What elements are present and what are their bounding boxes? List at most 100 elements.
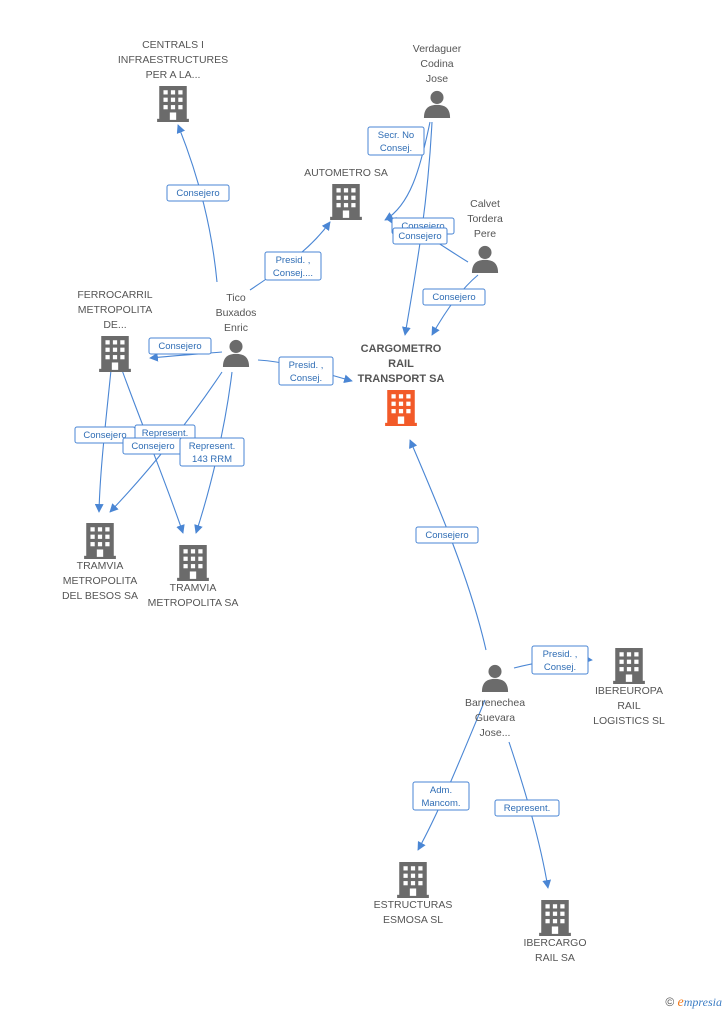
node-label: METROPOLITA SA (148, 597, 239, 609)
role-badge-text: Presid. , (276, 255, 311, 266)
role-badge-box (179, 437, 245, 467)
role-badge-text: Represent. (189, 441, 235, 452)
role-badge-box (531, 645, 589, 675)
node-label: Buxados (216, 307, 257, 319)
role-badge-tico-autometro[interactable]: Presid. , Consej.... (264, 251, 322, 281)
building-icon (99, 336, 131, 372)
node-autometro[interactable]: AUTOMETRO SA (304, 167, 388, 220)
role-badge-box (278, 356, 334, 386)
node-label: Jose... (480, 727, 511, 739)
role-badge-box (367, 126, 425, 156)
node-label: AUTOMETRO SA (304, 167, 388, 179)
edge-tico-centrals (176, 124, 218, 283)
building-icon (177, 545, 209, 581)
node-barrenechea[interactable]: BarrenecheaGuevaraJose... (465, 664, 525, 739)
node-label: DE... (103, 319, 126, 331)
role-badge-barrenechea-estructuras[interactable]: Adm.Mancom. (412, 781, 470, 811)
node-label: TRAMVIA (77, 560, 124, 572)
role-badge-tico-metro[interactable]: Represent. 143 RRM (179, 437, 245, 467)
role-badge-text: Consejero (401, 221, 444, 232)
node-label: CARGOMETRO (361, 343, 442, 355)
brand-footer[interactable]: © empresia (665, 995, 722, 1011)
node-label: Barrenechea (465, 697, 525, 709)
role-badge-box (166, 184, 230, 202)
node-label: Tordera (467, 213, 503, 225)
node-label: LOGISTICS SL (593, 715, 665, 727)
node-label: Verdaguer (413, 43, 462, 55)
role-badge-text: Represent. (504, 803, 550, 814)
role-badge-text: Consejero (176, 188, 219, 199)
node-label: RAIL SA (535, 952, 575, 964)
copyright-symbol: © (665, 995, 675, 1009)
role-badge-calvet-autometro[interactable]: Consejero (392, 227, 448, 245)
node-tramvia-metro[interactable]: TRAMVIA METROPOLITA SA (148, 545, 239, 609)
node-label: ESMOSA SL (383, 914, 443, 926)
node-label: TRAMVIA (170, 582, 217, 594)
role-badge-box (412, 781, 470, 811)
edge-barrenechea-cargometro (409, 439, 487, 651)
building-icon (613, 648, 645, 684)
node-label: Guevara (475, 712, 515, 724)
role-badge-text: Presid. , (289, 360, 324, 371)
role-badge-text: Consejero (425, 530, 468, 541)
node-label: ESTRUCTURAS (374, 899, 453, 911)
person-icon (481, 664, 509, 692)
role-badge-tico-centrals[interactable]: Consejero (166, 184, 230, 202)
role-badge-box (148, 337, 212, 355)
node-ferrocarril[interactable]: FERROCARRILMETROPOLITADE... (77, 289, 153, 372)
role-badge-text: Consejero (432, 292, 475, 303)
node-estructuras[interactable]: ESTRUCTURAS ESMOSA SL (374, 862, 453, 926)
node-label: DEL BESOS SA (62, 590, 138, 602)
role-badge-text: Adm. (430, 785, 452, 796)
role-badge-calvet-cargometro[interactable]: Consejero (422, 288, 486, 306)
node-centrals[interactable]: CENTRALS I INFRAESTRUCTURES PER A LA... (118, 39, 228, 122)
edges-layer (94, 121, 593, 889)
person-icon (423, 90, 451, 118)
edge-ferrocarril-besos (94, 369, 112, 513)
role-badge-box (494, 799, 560, 817)
role-badge-text: Represent. (142, 428, 188, 439)
role-badge-ferrocarril-metro[interactable]: Represent. (134, 424, 196, 442)
role-badge-text: 143 RRM (192, 454, 232, 465)
edge-tico-ferrocarril (149, 351, 223, 362)
role-badge-text: Presid. , (543, 649, 578, 660)
building-icon (330, 184, 362, 220)
role-badge-tico-cargometro[interactable]: Presid. ,Consej. (278, 356, 334, 386)
node-label: CENTRALS I (142, 39, 204, 51)
node-label: RAIL (617, 700, 641, 712)
building-icon (84, 523, 116, 559)
role-badge-box (415, 526, 479, 544)
role-badge-tico-besos[interactable]: Consejero (122, 437, 184, 455)
node-label: PER A LA... (146, 69, 201, 81)
role-badge-text: Consej.... (273, 268, 313, 279)
role-badge-ferrocarril-besos[interactable]: Consejero (74, 426, 136, 444)
node-label: Tico (226, 292, 246, 304)
node-label: INFRAESTRUCTURES (118, 54, 228, 66)
node-tramvia-besos[interactable]: TRAMVIA METROPOLITA DEL BESOS SA (62, 523, 138, 602)
person-icon (222, 339, 250, 367)
node-label: METROPOLITA (63, 575, 137, 587)
role-badge-tico-ferrocarril[interactable]: Consejero (148, 337, 212, 355)
role-badge-barrenechea-ibercargo[interactable]: Represent. (494, 799, 560, 817)
edge-verdaguer-autometro (384, 121, 431, 221)
node-label: Jose (426, 73, 448, 85)
role-badge-barrenechea-cargometro[interactable]: Consejero (415, 526, 479, 544)
role-badge-text: Consejero (158, 341, 201, 352)
role-badge-text: Consej. (380, 143, 412, 154)
role-badge-box (392, 227, 448, 245)
building-icon (539, 900, 571, 936)
role-badge-text: Consejero (83, 430, 126, 441)
brand-logo-text: mpresia (683, 995, 722, 1009)
role-badge-barrenechea-ibereuropa[interactable]: Presid. ,Consej. (531, 645, 589, 675)
role-badge-box (264, 251, 322, 281)
